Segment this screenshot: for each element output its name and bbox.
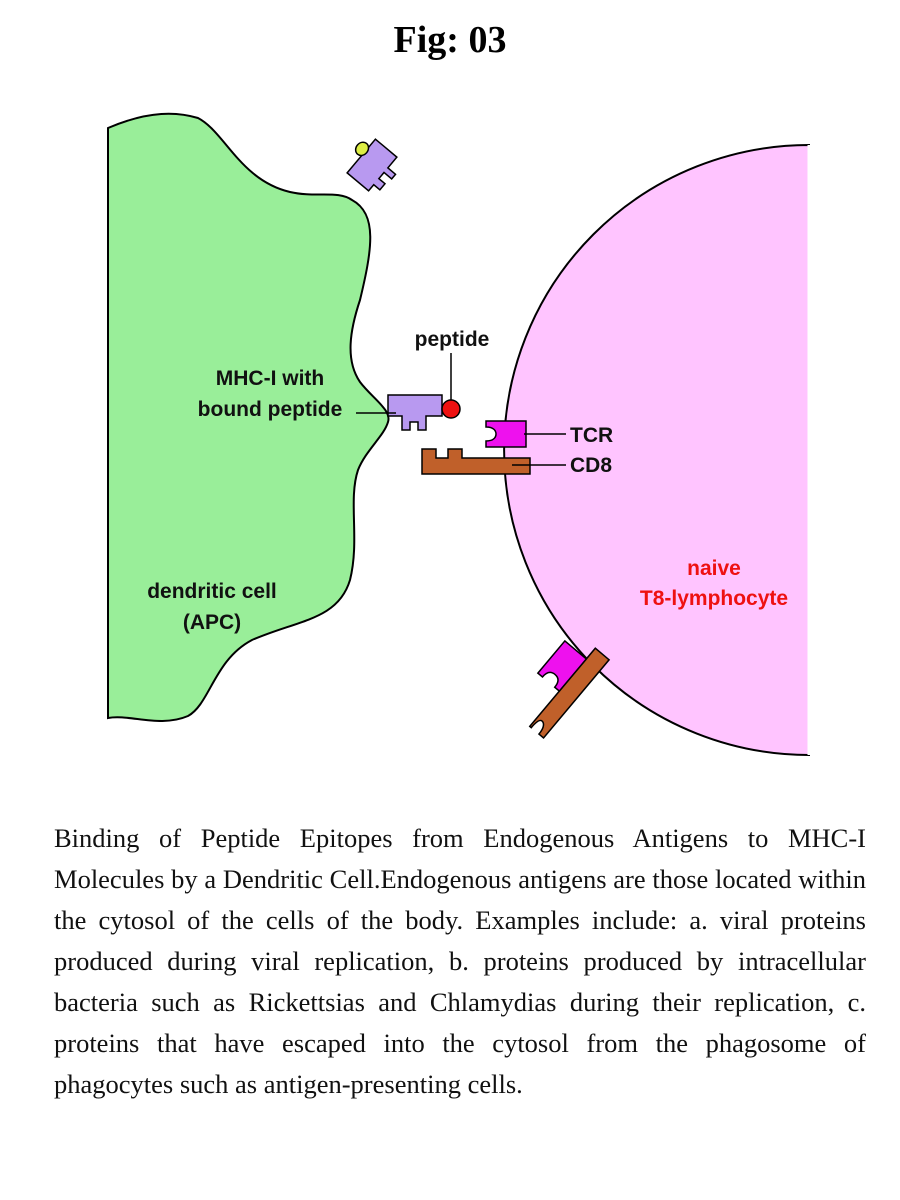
lower-tcr-cd8-complex	[528, 639, 611, 739]
mhc-i-molecule	[387, 394, 443, 431]
mhc-label-line2: bound peptide	[198, 398, 343, 421]
diagram-canvas: peptide MHC-I with bound peptide TCR CD8…	[107, 112, 811, 757]
mhc-molecule-top	[346, 138, 398, 192]
dendritic-cell-label-line2: (APC)	[183, 611, 241, 634]
peptide-label: peptide	[415, 328, 490, 351]
cd8-molecule	[421, 448, 531, 475]
cd8-label: CD8	[570, 454, 612, 477]
figure-caption: Binding of Peptide Epitopes from Endogen…	[54, 823, 866, 1099]
figure-title: Fig: 03	[393, 19, 507, 61]
tcr-molecule	[485, 420, 527, 448]
t-lymphocyte-label-line2: T8-lymphocyte	[640, 587, 788, 610]
t-lymphocyte-label-line1: naive	[687, 557, 741, 580]
bound-peptide	[441, 399, 461, 419]
dendritic-cell-shape	[107, 112, 390, 722]
dendritic-cell-label-line1: dendritic cell	[147, 580, 277, 603]
mhc-label-line1: MHC-I with	[216, 367, 324, 390]
tcr-label: TCR	[570, 424, 613, 447]
